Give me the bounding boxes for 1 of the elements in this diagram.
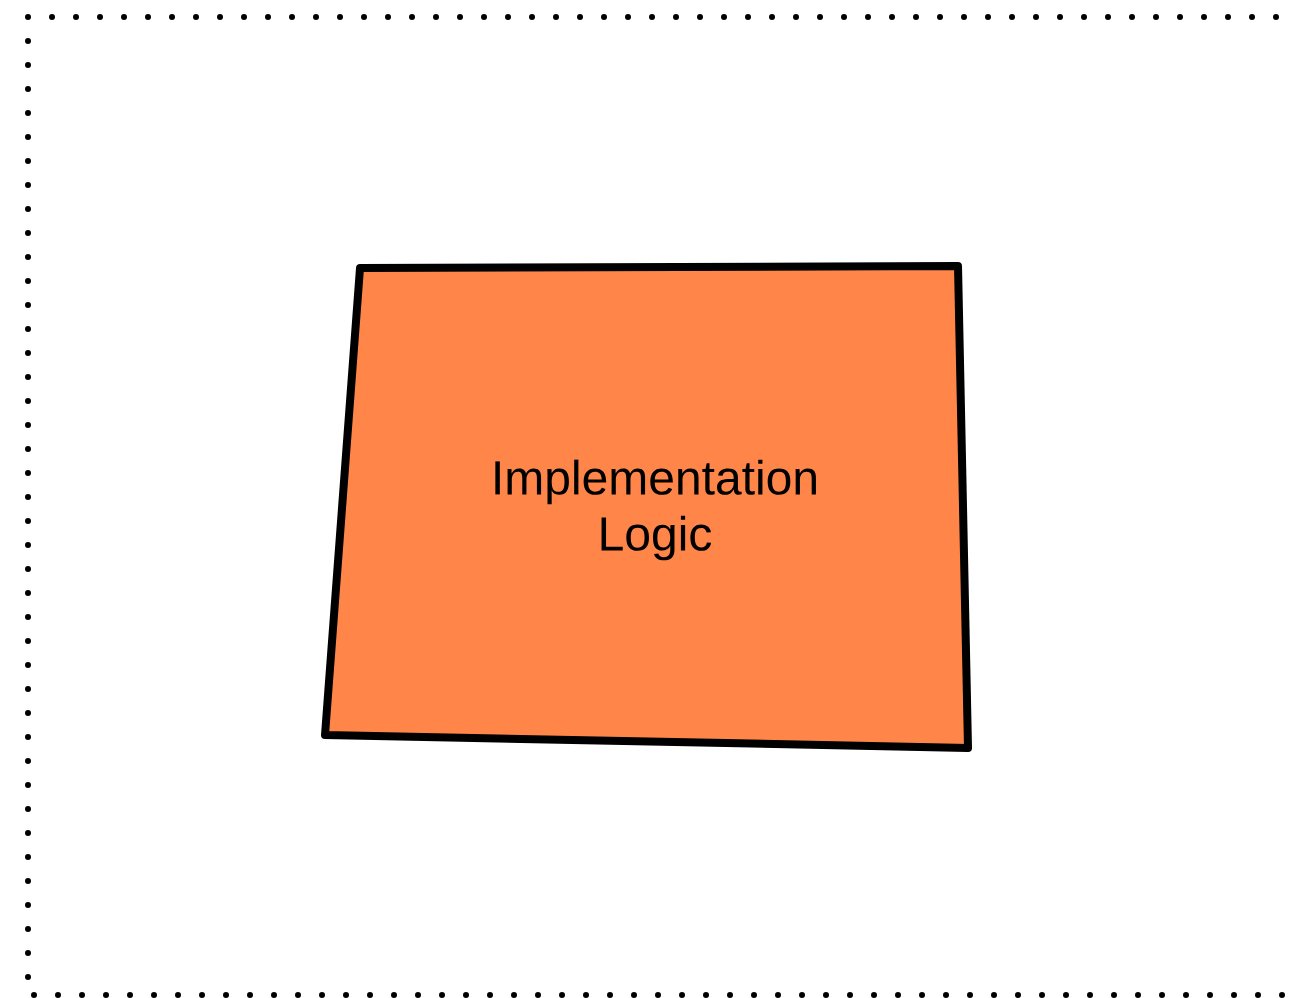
process-box: Implementation Logic xyxy=(321,262,972,752)
